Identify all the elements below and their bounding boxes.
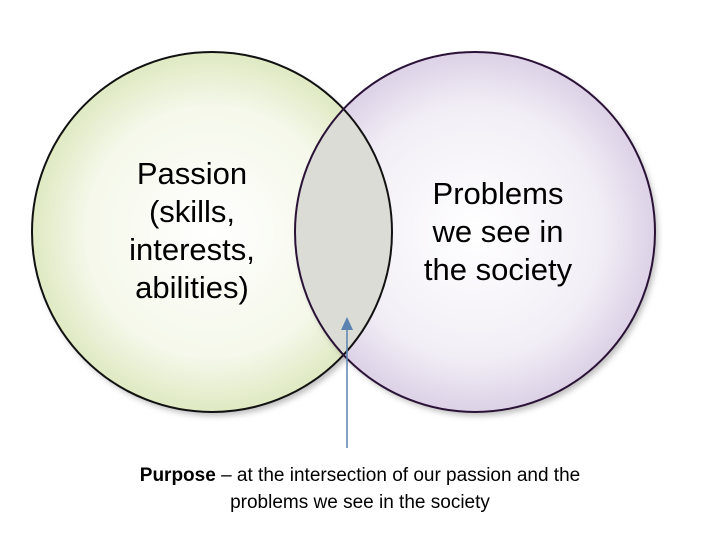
problems-circle-outline [294,51,656,413]
caption-line-1: Purpose – at the intersection of our pas… [40,462,680,489]
purpose-term: Purpose [139,465,216,486]
passion-circle-label: Passion (skills, interests, abilities) [92,155,292,307]
caption-line-2: problems we see in the society [230,492,490,513]
problems-circle [295,52,655,412]
caption-text: – at the intersection of our passion and… [215,465,581,486]
purpose-arrow [341,317,353,448]
passion-label-line: abilities) [135,270,249,305]
problems-label-line: we see in [432,214,564,249]
passion-circle-outline [31,51,393,413]
problems-circle-label: Problems we see in the society [398,175,598,289]
passion-label-line: (skills, [148,194,236,229]
problems-label-line: the society [423,252,573,287]
purpose-caption: Purpose – at the intersection of our pas… [40,462,680,516]
passion-label-line: interests, [129,232,255,267]
passion-circle [32,52,392,412]
problems-label-line: Problems [432,176,564,211]
passion-label-line: Passion [136,156,248,191]
